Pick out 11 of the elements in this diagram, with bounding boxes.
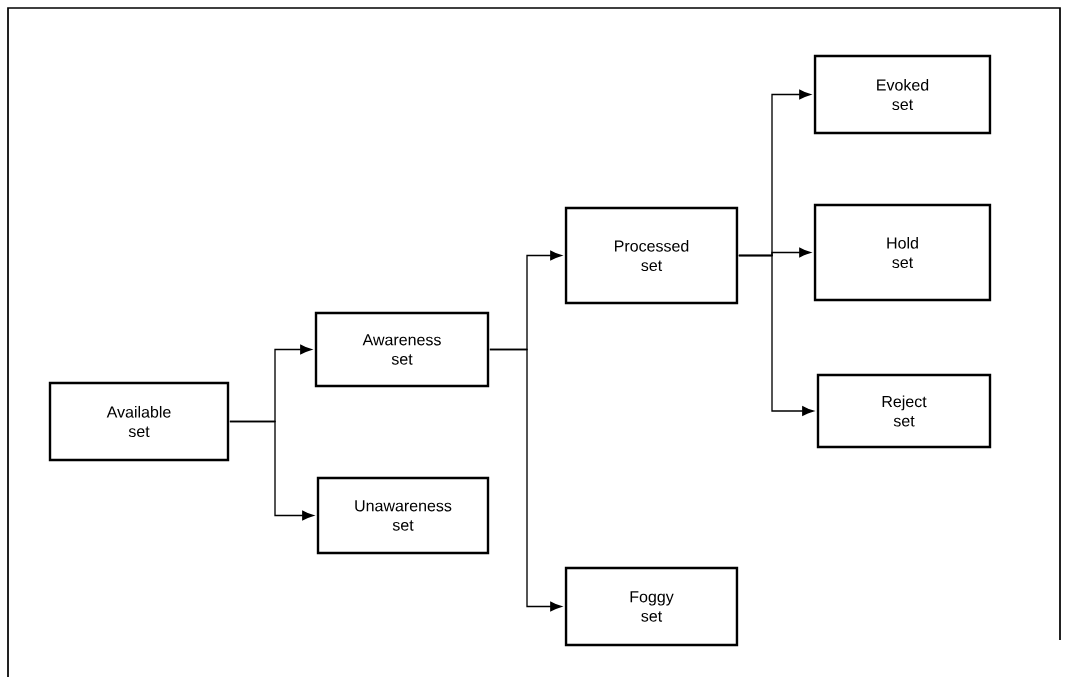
- process-box: Unawareness set: [316, 476, 490, 555]
- process-box: Hold set: [813, 203, 992, 302]
- process-box: Processed set: [564, 206, 739, 305]
- process-box: Evoked set: [813, 54, 992, 135]
- process-box: Reject set: [816, 373, 992, 449]
- arrow: [738, 254, 814, 416]
- process-box: Available set: [48, 381, 230, 462]
- process-box: Foggy set: [564, 566, 739, 647]
- process-box: Awareness set: [314, 311, 490, 388]
- arrow: [229, 420, 314, 521]
- arrow: [489, 348, 562, 612]
